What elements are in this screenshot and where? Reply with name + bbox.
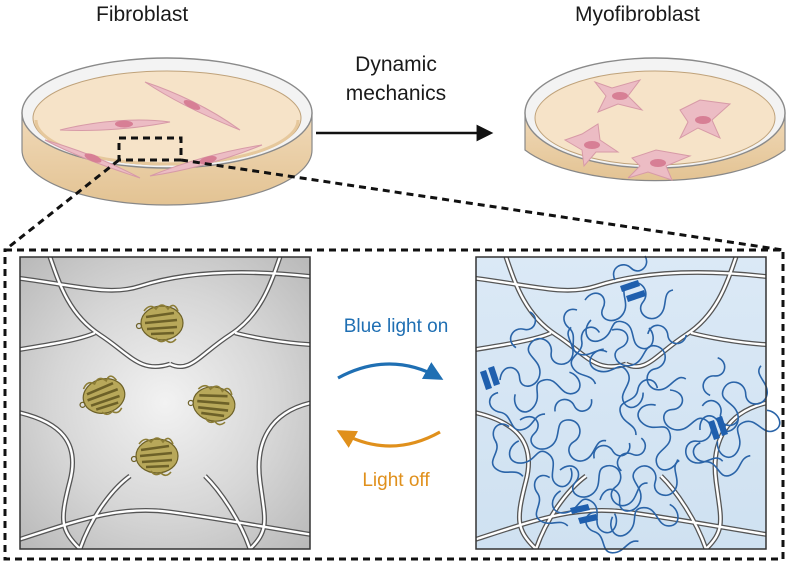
unfolded-protein-top [559, 255, 709, 430]
unfolded-protein-left [458, 297, 619, 503]
dynamic-mechanics-label-line2: mechanics [345, 82, 447, 105]
unfolded-protein-right [611, 338, 788, 495]
fibroblast-dish [21, 57, 313, 206]
dynamic-mechanics-label-line1: Dynamic [355, 53, 437, 76]
blue-light-on-label: Blue light on [343, 316, 449, 337]
fibroblast-cells [44, 81, 263, 179]
unfolded-state-panel [458, 255, 788, 560]
myofibroblast-label: Myofibroblast [575, 3, 700, 26]
myofibroblast-cells [563, 79, 732, 181]
folded-state-panel [19, 256, 311, 550]
light-off-label: Light off [362, 470, 430, 491]
unfolded-protein-bottom [524, 421, 703, 560]
light-on-arrow [337, 362, 444, 380]
zoom-region-box [117, 136, 183, 162]
zoom-line-left [4, 158, 120, 252]
myofibroblast-dish [524, 57, 786, 182]
zoom-frame [3, 248, 785, 561]
zoom-line-right [180, 158, 784, 252]
light-off-arrow [336, 430, 441, 448]
fibroblast-label: Fibroblast [96, 3, 189, 26]
